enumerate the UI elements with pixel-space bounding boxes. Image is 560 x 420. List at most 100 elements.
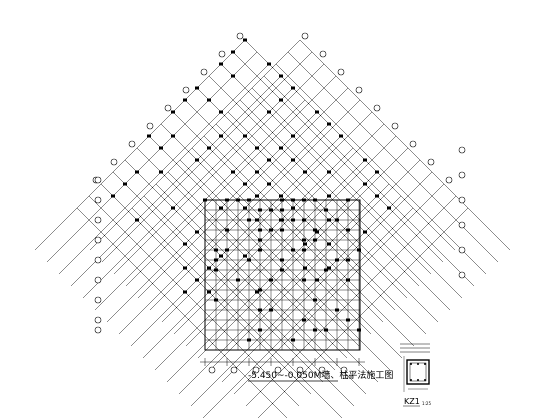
- axis-bubble: [458, 221, 466, 229]
- axis-bubble: [94, 176, 102, 184]
- column-mark: [195, 86, 199, 90]
- column-mark: [267, 110, 271, 114]
- grid-line: [215, 123, 427, 335]
- grid-line: [125, 75, 337, 287]
- column-mark: [214, 268, 218, 272]
- axis-bubble: [458, 171, 466, 179]
- column-mark: [258, 288, 262, 292]
- grid-line: [131, 207, 343, 419]
- grid-line: [179, 159, 391, 371]
- column-mark: [280, 198, 284, 202]
- grid-line: [196, 87, 408, 299]
- axis-bubble: [340, 366, 348, 374]
- column-mark: [255, 218, 259, 222]
- column-mark: [327, 242, 331, 246]
- grid-line: [166, 171, 378, 383]
- column-mark: [291, 158, 295, 162]
- column-mark: [207, 98, 211, 102]
- column-mark: [302, 318, 306, 322]
- grid-line: [113, 63, 325, 275]
- axis-bubble: [337, 68, 345, 76]
- column-mark: [302, 218, 306, 222]
- column-mark: [324, 328, 328, 332]
- column-mark: [279, 146, 283, 150]
- column-mark: [357, 248, 361, 252]
- column-mark: [302, 238, 306, 242]
- grid-line: [148, 135, 360, 347]
- column-mark: [135, 170, 139, 174]
- column-mark: [195, 278, 199, 282]
- axis-bubble: [146, 122, 154, 130]
- axis-bubble: [274, 366, 282, 374]
- column-mark: [346, 228, 350, 232]
- column-mark: [291, 338, 295, 342]
- column-mark: [225, 248, 229, 252]
- kz1-scale: 1:25: [422, 401, 431, 406]
- axis-bubble: [128, 140, 136, 148]
- column-mark: [231, 170, 235, 174]
- grid-line: [251, 87, 463, 299]
- axis-bubble: [94, 276, 102, 284]
- column-mark: [291, 134, 295, 138]
- wall-and-column-marks: [111, 38, 391, 342]
- kz1-label: KZ1: [404, 397, 420, 406]
- grid-line: [203, 135, 415, 347]
- grid-line: [136, 147, 348, 359]
- column-mark: [375, 194, 379, 198]
- column-mark: [159, 146, 163, 150]
- kz1-section-outline: [406, 359, 430, 385]
- column-mark: [258, 228, 262, 232]
- column-mark: [324, 268, 328, 272]
- axis-bubble: [164, 104, 172, 112]
- grid-line: [89, 39, 301, 251]
- grid-line: [161, 111, 373, 323]
- axis-bubbles: [92, 32, 466, 374]
- axis-bubble: [94, 196, 102, 204]
- column-mark: [135, 218, 139, 222]
- grid-line: [70, 75, 282, 287]
- axis-bubble: [458, 271, 466, 279]
- column-mark: [207, 290, 211, 294]
- column-mark: [231, 50, 235, 54]
- column-mark: [225, 228, 229, 232]
- axis-bubble: [236, 32, 244, 40]
- column-mark: [183, 242, 187, 246]
- column-mark: [219, 254, 223, 258]
- grid-line: [232, 51, 444, 263]
- column-mark: [231, 74, 235, 78]
- column-mark: [375, 170, 379, 174]
- column-mark: [214, 258, 218, 262]
- column-mark: [219, 62, 223, 66]
- axis-bubble: [200, 68, 208, 76]
- column-mark: [335, 258, 339, 262]
- column-mark: [269, 308, 273, 312]
- column-mark: [280, 258, 284, 262]
- axis-bubble: [355, 86, 363, 94]
- axis-bubble: [318, 366, 326, 374]
- column-mark: [225, 198, 229, 202]
- column-mark: [243, 182, 247, 186]
- column-mark: [207, 266, 211, 270]
- column-mark: [243, 206, 247, 210]
- axis-bubble: [458, 246, 466, 254]
- grid-line: [275, 63, 487, 275]
- column-mark: [327, 218, 331, 222]
- grid-line: [142, 147, 354, 359]
- axis-bubble: [427, 158, 435, 166]
- column-mark: [243, 254, 247, 258]
- axis-bubble: [458, 146, 466, 154]
- axis-bubble: [319, 50, 327, 58]
- upper-diamond-grid: [34, 39, 511, 419]
- grid-line: [221, 171, 433, 383]
- column-mark: [315, 230, 319, 234]
- column-mark: [243, 134, 247, 138]
- grid-line: [149, 99, 361, 311]
- column-mark: [247, 258, 251, 262]
- column-mark: [255, 194, 259, 198]
- axis-bubble: [296, 366, 304, 374]
- column-mark: [280, 228, 284, 232]
- column-mark: [255, 290, 259, 294]
- column-mark: [279, 74, 283, 78]
- column-mark: [327, 170, 331, 174]
- axis-bubble: [94, 236, 102, 244]
